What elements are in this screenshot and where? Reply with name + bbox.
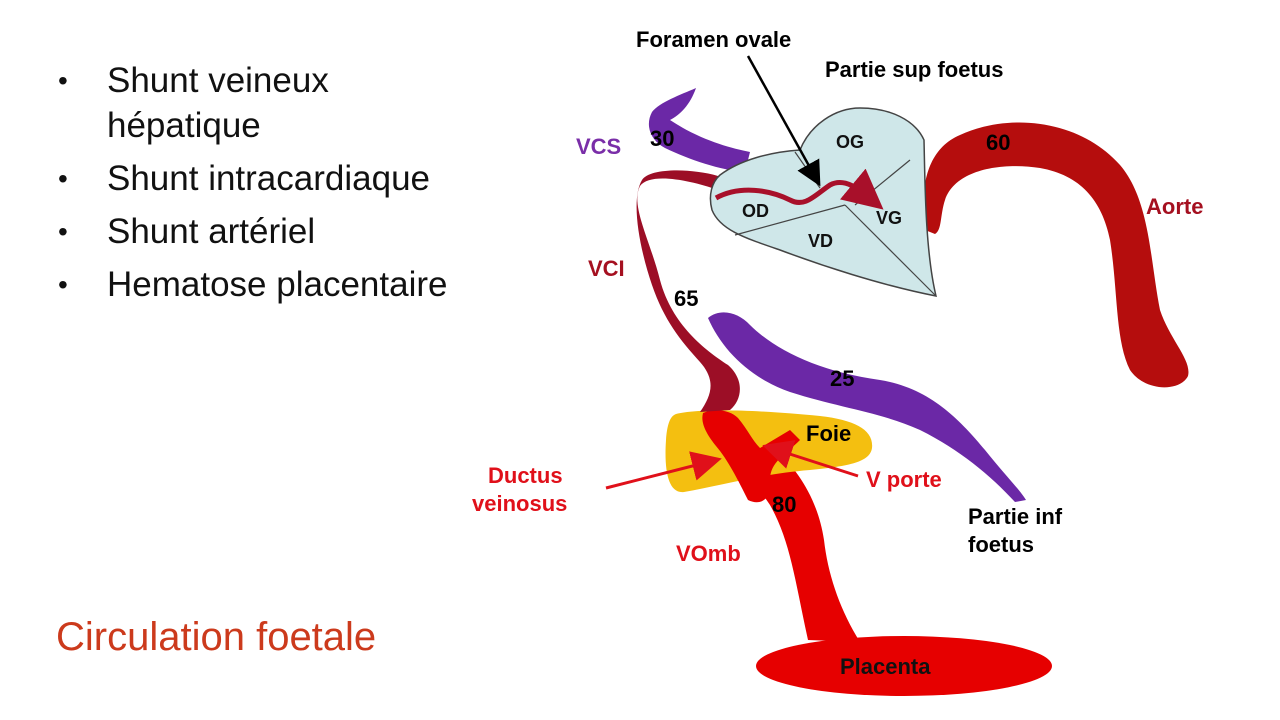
ductus-label-line1: Ductus [488, 463, 563, 488]
foramen-pointer-arrow [746, 55, 821, 187]
vcs-value: 30 [650, 126, 674, 151]
heart-divider [844, 204, 937, 297]
heart-divider [734, 204, 846, 236]
bullet-item: Shunt intracardiaque [56, 156, 476, 201]
bullet-item: Shunt veineux hépatique [56, 58, 476, 148]
bullet-item: Hematose placentaire [56, 262, 476, 307]
foramen-flow-arrow [714, 168, 884, 210]
vomb-label: VOmb [676, 541, 741, 566]
og-label: OG [836, 132, 864, 152]
foramen-ovale-label: Foramen ovale [636, 27, 791, 52]
foie-label: Foie [806, 421, 851, 446]
aorte-label: Aorte [1146, 194, 1203, 219]
placenta-label: Placenta [840, 654, 931, 679]
vporte-pointer-arrow [762, 440, 859, 478]
vcs-label: VCS [576, 134, 621, 159]
bullet-item: Shunt artériel [56, 209, 476, 254]
placenta-shape [756, 636, 1052, 696]
vg-label: VG [876, 208, 902, 228]
od-label: OD [742, 201, 769, 221]
bullet-list: Shunt veineux hépatique Shunt intracardi… [56, 58, 476, 315]
portal-vein-purple-shape [708, 312, 1026, 502]
vporte-label: V porte [866, 467, 942, 492]
vci-label: VCI [588, 256, 625, 281]
ductus-venosus-shape [702, 410, 800, 503]
slide-title: Circulation foetale [56, 615, 377, 659]
vd-label: VD [808, 231, 833, 251]
heart-shape [709, 107, 938, 297]
ductus-label-line2: veinosus [472, 491, 567, 516]
vomb-value: 80 [772, 492, 796, 517]
partie-sup-label: Partie sup foetus [825, 57, 1003, 82]
partie-inf-label-line1: Partie inf [968, 504, 1063, 529]
vci-shape [636, 170, 740, 412]
partie-inf-label-line2: foetus [968, 532, 1034, 557]
aorta-shape [923, 122, 1189, 388]
ductus-pointer-arrow [605, 451, 722, 490]
vcs-shape [648, 88, 750, 172]
vci-value: 65 [674, 286, 698, 311]
portal-value: 25 [830, 366, 854, 391]
aorte-value: 60 [986, 130, 1010, 155]
